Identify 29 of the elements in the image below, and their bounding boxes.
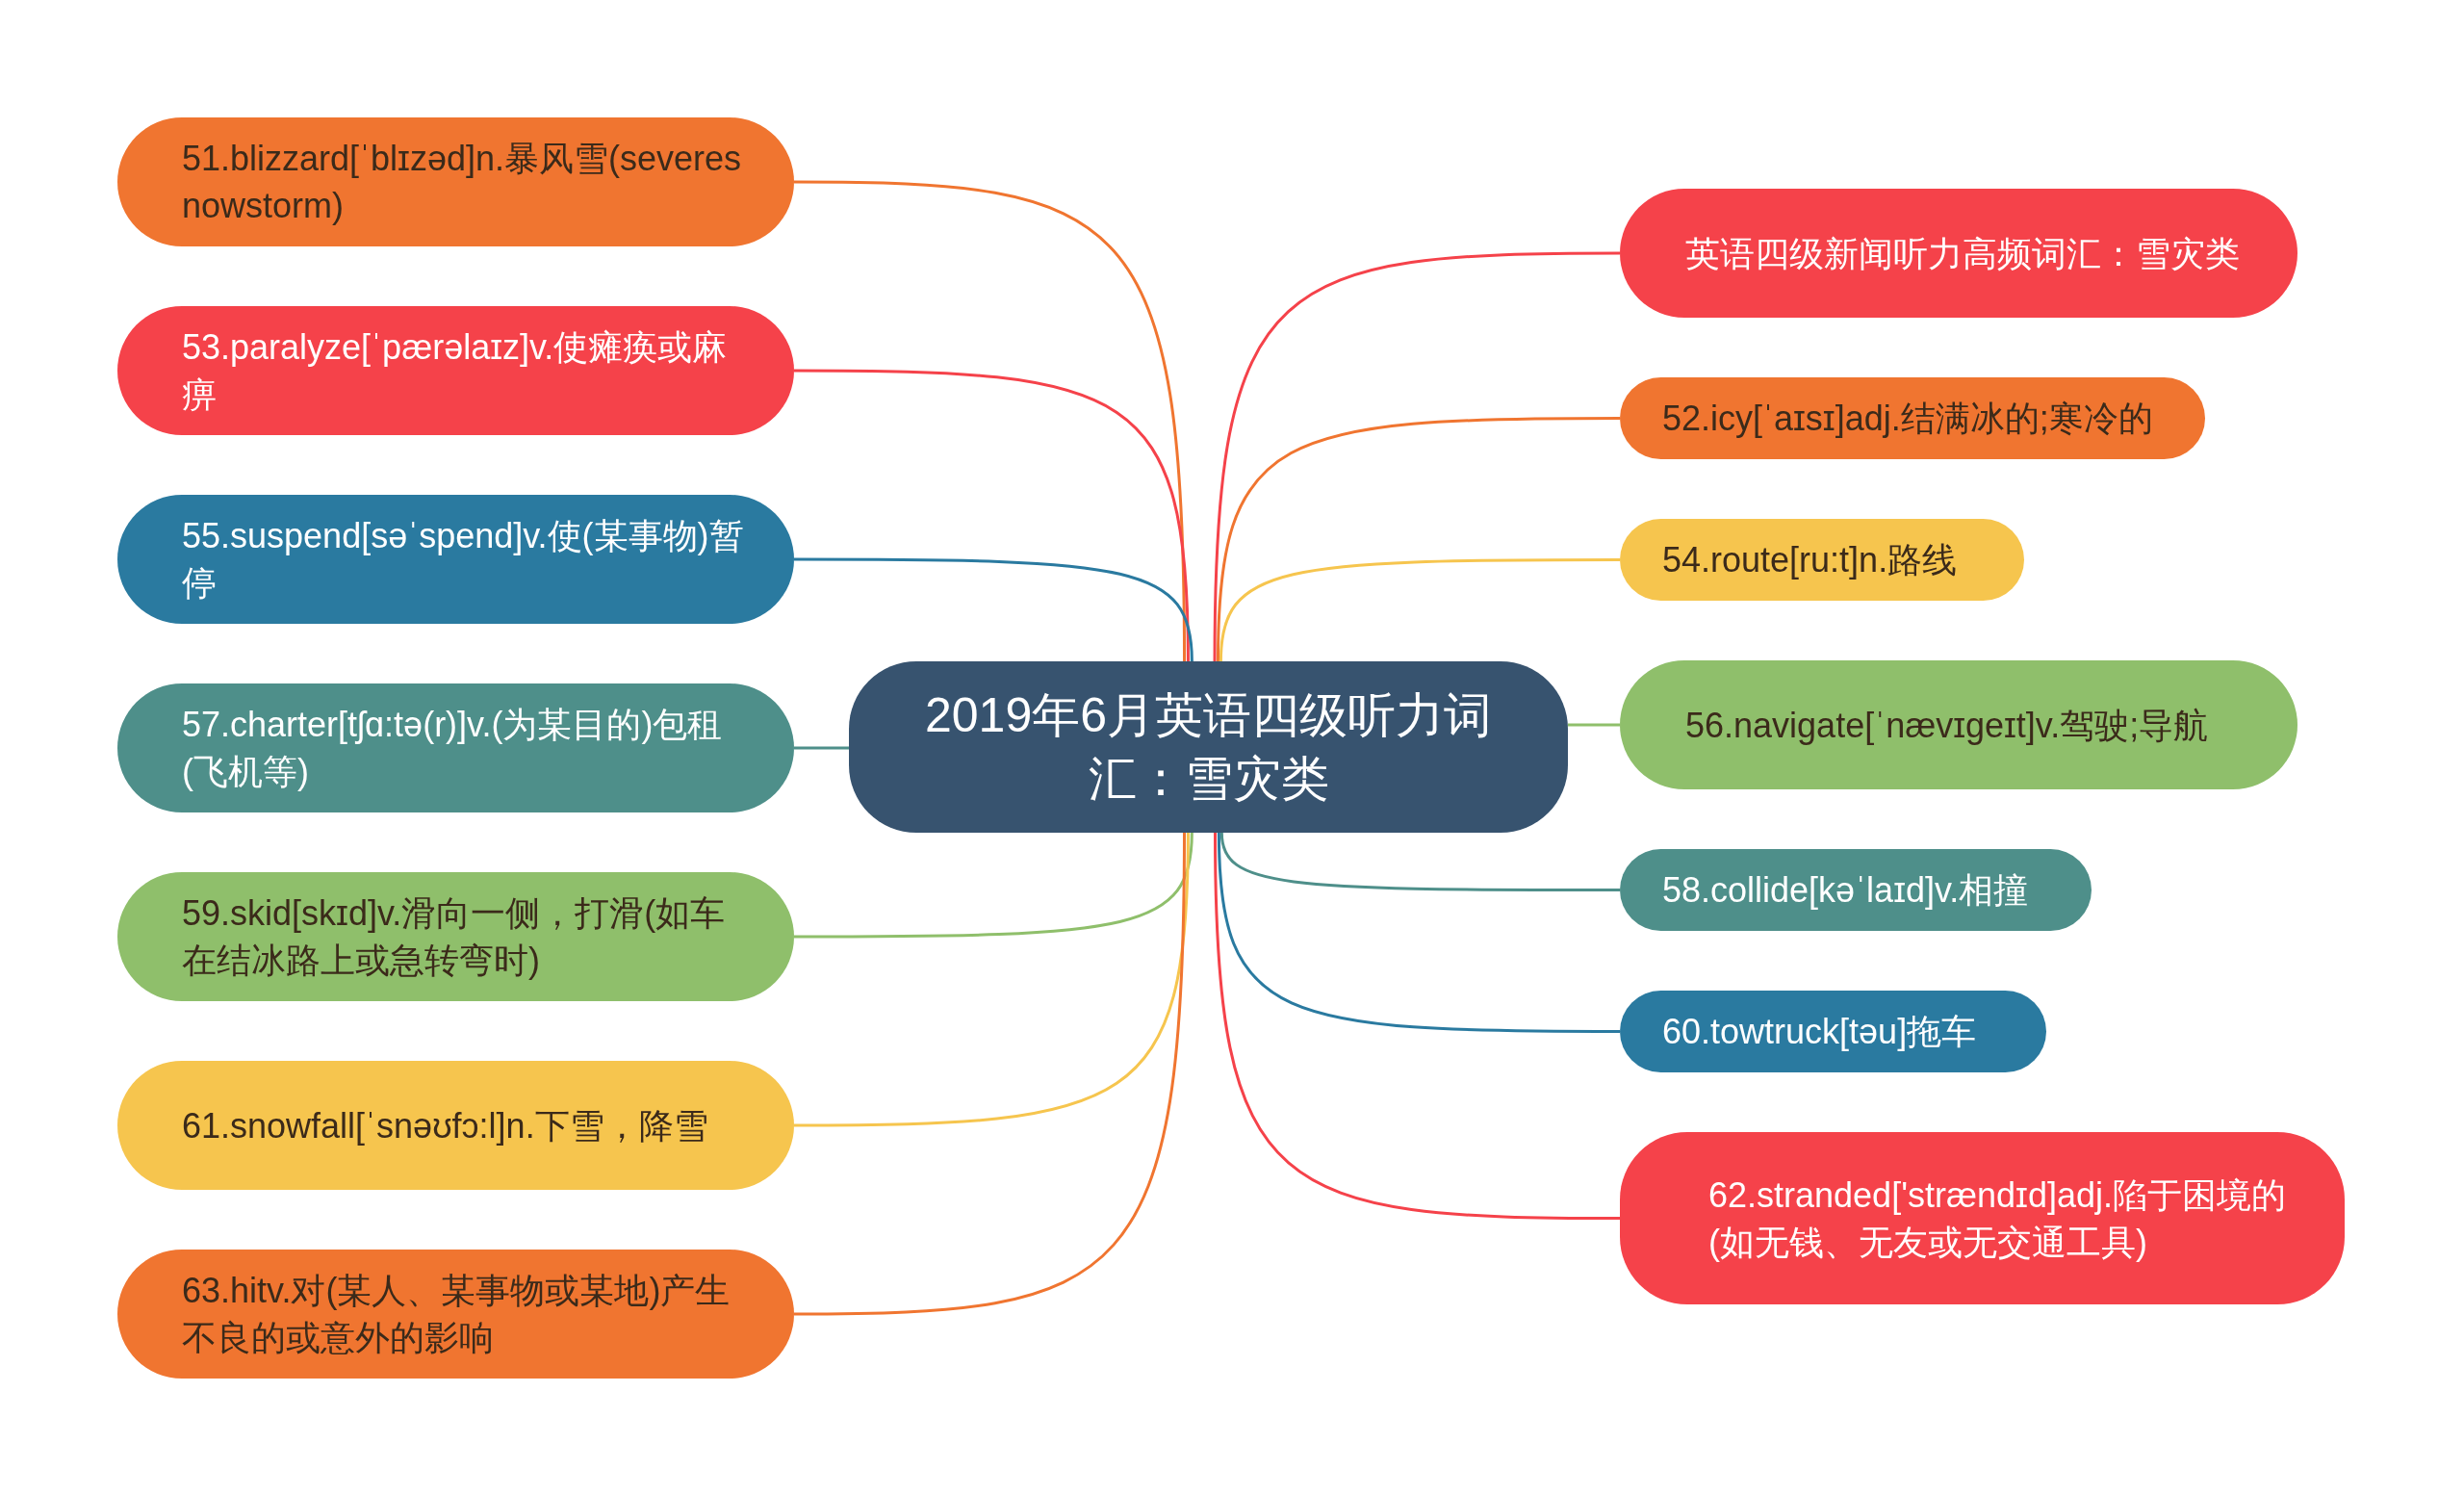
connector-line [794,369,1190,662]
topic-text: 英语四级新闻听力高频词汇：雪灾类 [1685,232,2240,275]
topic-text: 2019年6月英语四级听力词汇：雪灾类 [923,687,1493,808]
connector-line [1214,832,1620,1220]
connector-line [794,557,1194,662]
topic-text: 60.towtruck[təu]拖车 [1662,1011,1977,1053]
connector-line [794,832,1190,1127]
connector-line [1219,558,1620,662]
connector-line [1217,832,1620,1033]
connector-line [1216,417,1620,662]
connector-line [1568,723,1620,727]
topic-text: 52.icy[ˈaɪsɪ]adj.结满冰的;寒冷的 [1662,398,2153,440]
connector-line [794,833,1186,1316]
topic-text: 62.stranded['strændɪd]adj.陷于困境的(如无钱、无友或无交通工具) [1708,1173,2287,1264]
connector-line [794,746,849,750]
topic-text: 55.suspend[səˈspend]v.使(某事物)暂停 [182,515,745,605]
topic-text: 53.paralyze[ˈpærəlaɪz]v.使瘫痪或麻痹 [182,326,729,416]
topic-text: 51.blizzard[ˈblɪzəd]n.暴风雪(severesnowstorm) [182,138,743,227]
connector-line [1219,832,1620,891]
connector-line [1213,251,1620,662]
topic-text: 63.hitv.对(某人、某事物或某地)产生不良的或意外的影响 [182,1270,732,1359]
connector-line [794,832,1194,939]
topic-text: 58.collide[kəˈlaɪd]v.相撞 [1662,869,2029,912]
topic-text: 54.route[ru:t]n.路线 [1662,539,1958,581]
topic-text: 57.charter[tʃɑ:tə(r)]v.(为某目的)包租(飞机等) [182,704,724,793]
topic-text: 61.snowfall[ˈsnəʊfɔ:l]n.下雪，降雪 [182,1104,708,1147]
topic-text: 56.navigate[ˈnævɪgeɪt]v.驾驶;导航 [1685,704,2209,747]
connector-line [794,180,1187,661]
topic-text: 59.skid[skɪd]v.滑向一侧，打滑(如车在结冰路上或急转弯时) [182,892,727,982]
